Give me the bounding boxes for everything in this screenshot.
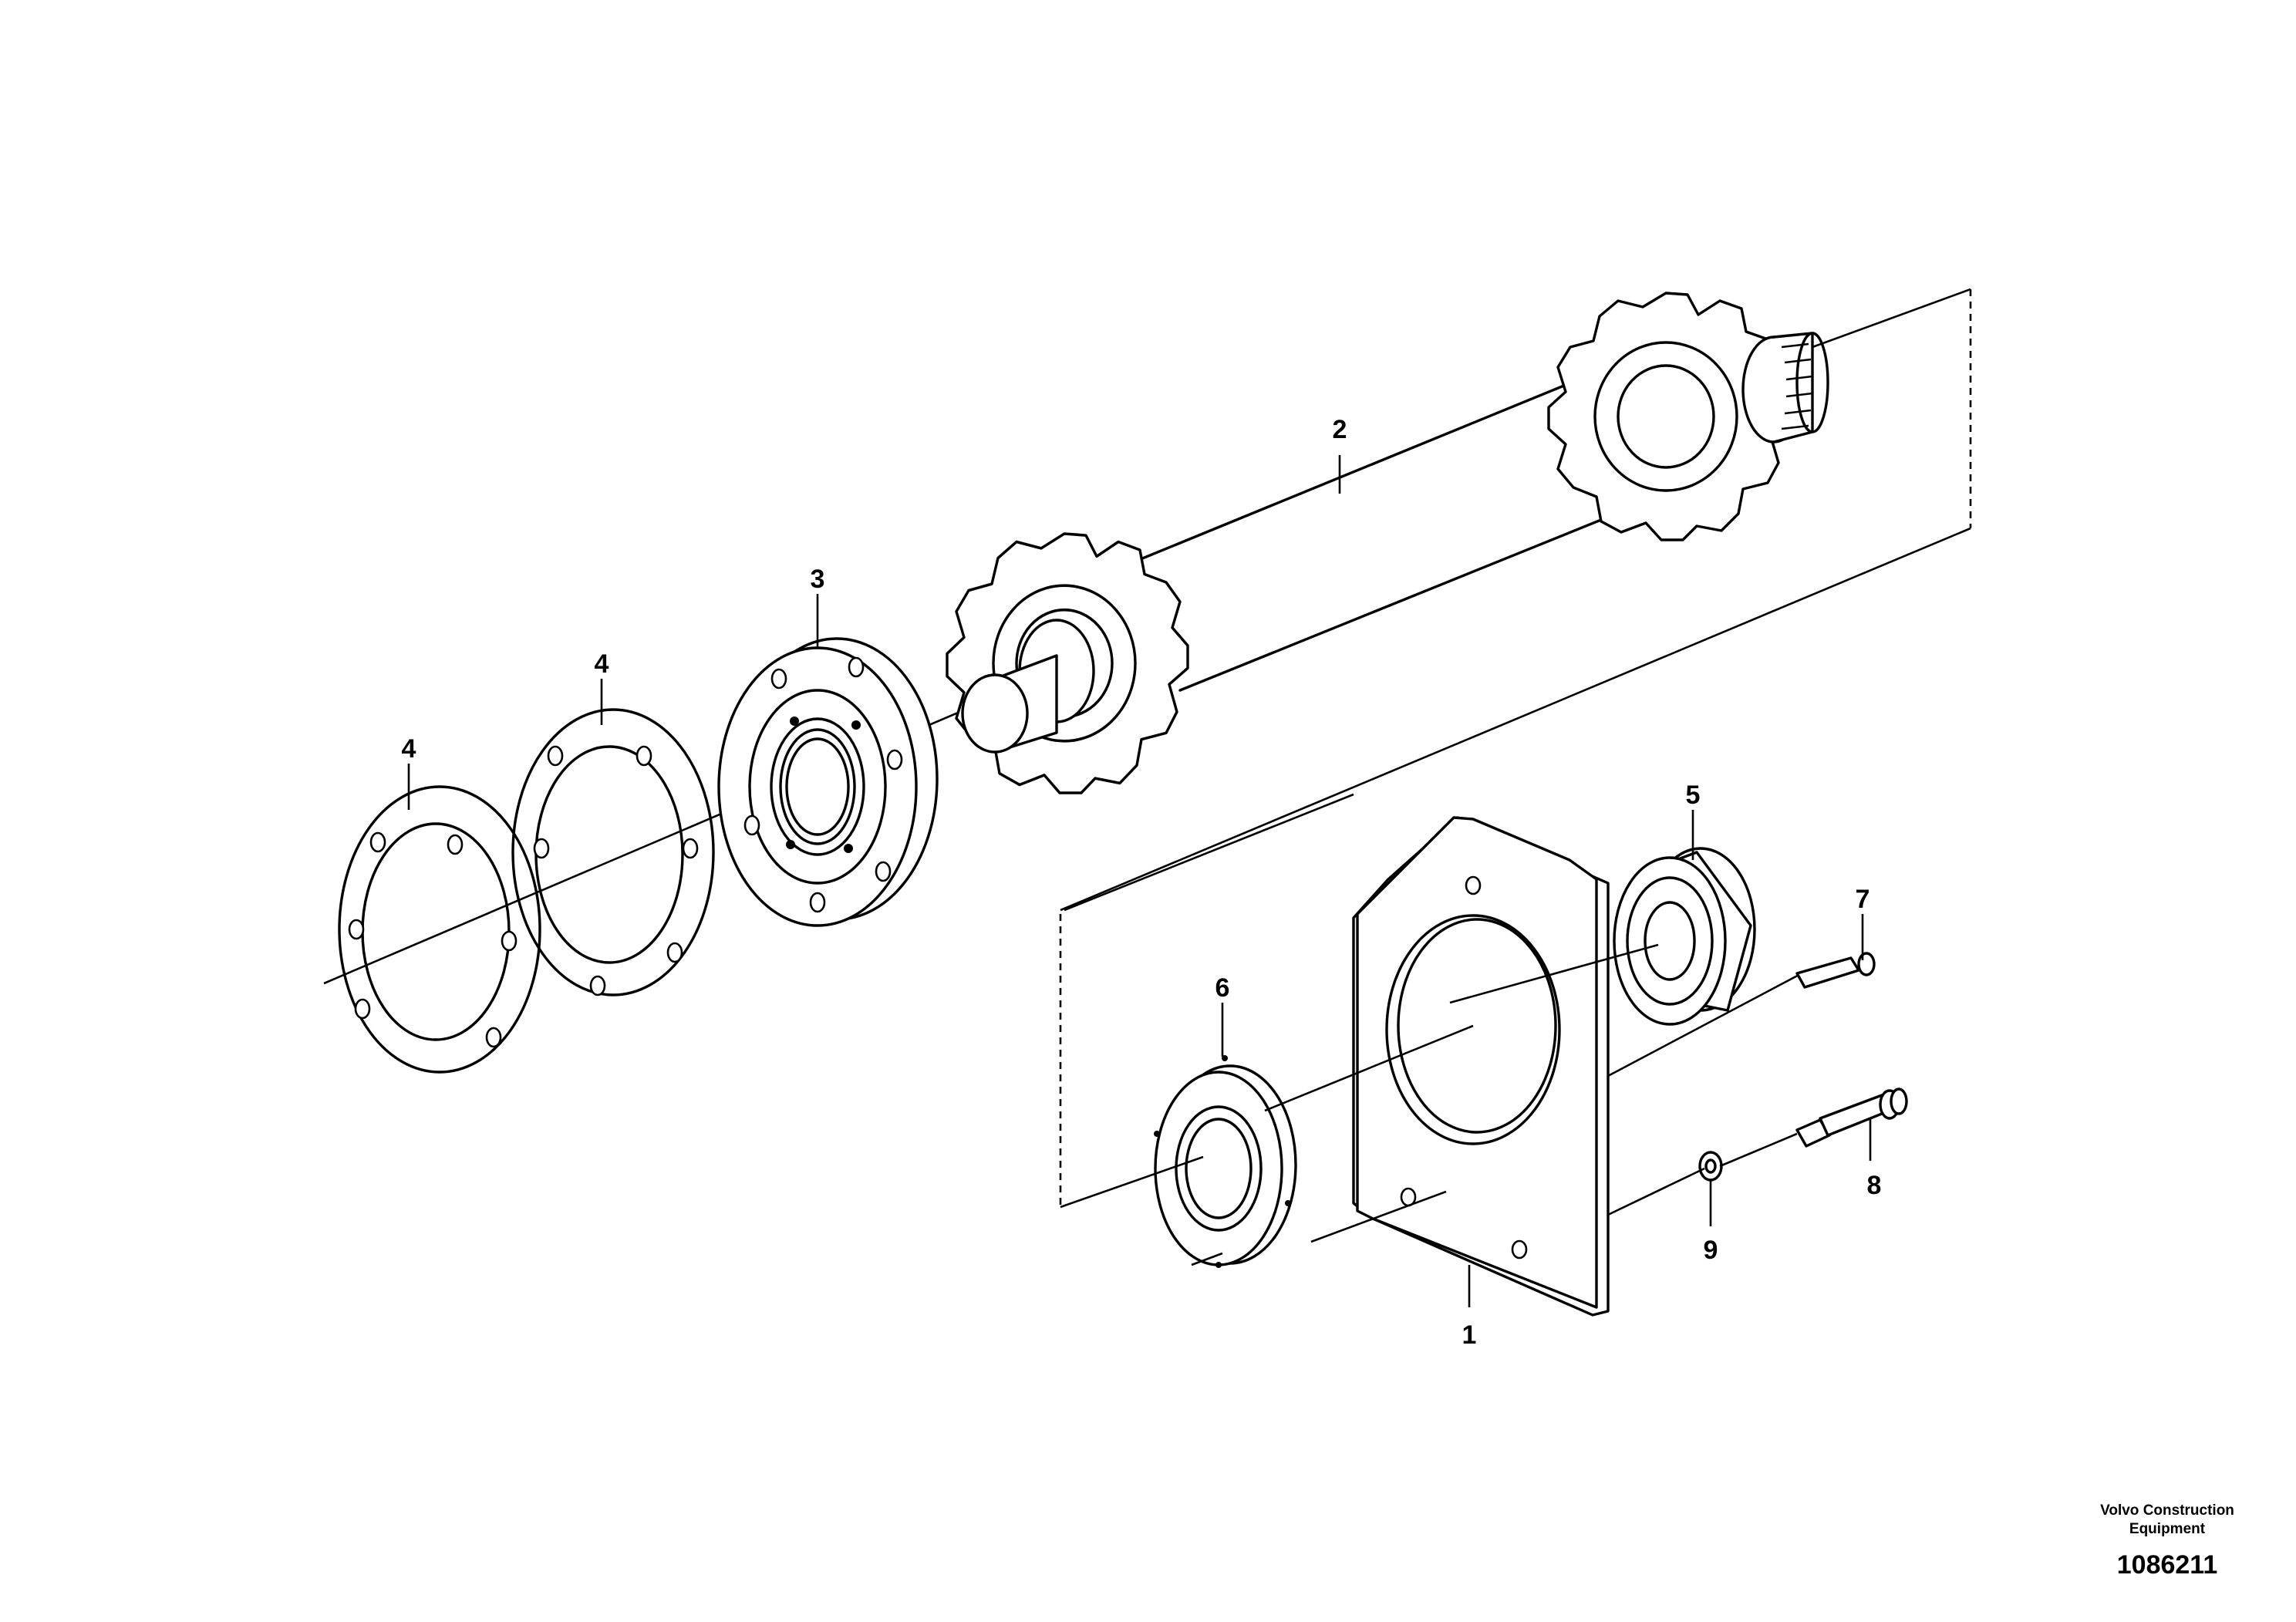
leader-lines [407,455,1872,1307]
callout-5: 5 [1686,781,1701,810]
callout-3: 3 [811,565,825,594]
callout-8: 8 [1867,1171,1882,1200]
gasket-inner [511,708,715,996]
callout-9: 9 [1704,1236,1718,1265]
callout-7: 7 [1856,885,1870,914]
bearing [1449,847,1756,1026]
flange-screw [1719,1088,1908,1168]
gasket-outer [338,785,541,1074]
callout-6: 6 [1215,973,1230,1003]
shaft-top-edge [1101,380,1575,576]
callouts: 1 2 3 4 4 5 6 7 8 9 [402,415,1882,1350]
assembly-frame [1059,289,1972,1207]
mounting-plate [1352,816,1805,1317]
shaft-assembly [323,288,1971,985]
shaft-bottom-edge [1178,492,1667,692]
company-credit-line2: Equipment [2129,1521,2206,1537]
seal-ring [1060,1024,1474,1268]
company-credit-line1: Volvo Construction [2100,1502,2234,1519]
callout-2: 2 [1333,415,1347,444]
centerline-end [1812,288,1971,349]
washer [1698,1151,1723,1182]
callout-4-inner: 4 [595,649,609,679]
diagram-number: 1086211 [2116,1550,2218,1580]
shaft-stub [961,619,1095,754]
callout-1: 1 [1462,1320,1477,1350]
callout-4-outer: 4 [402,734,416,764]
splined-end [1741,332,1829,443]
bearing-flange [717,637,939,927]
